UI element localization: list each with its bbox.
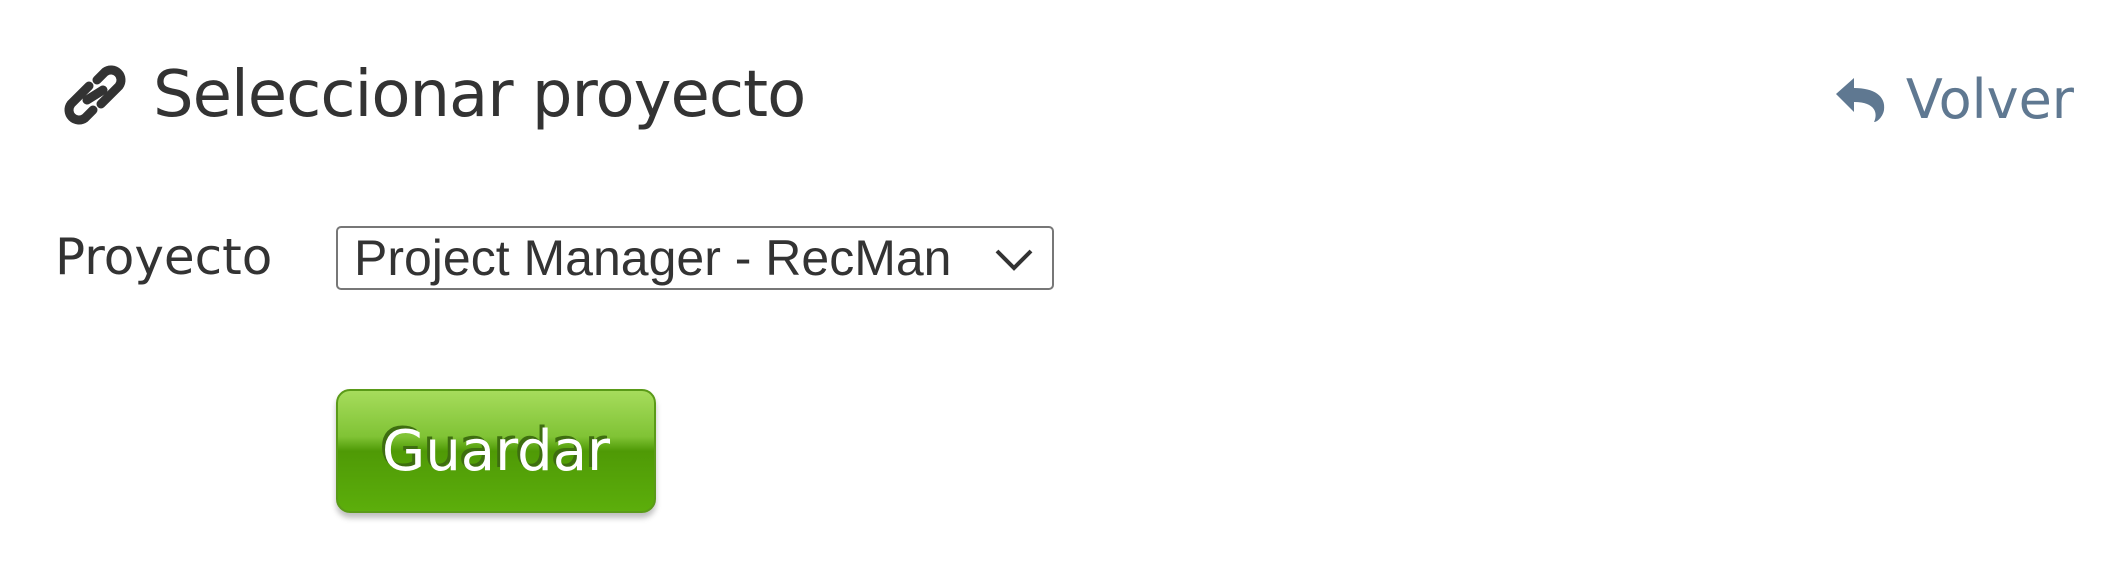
project-select[interactable]: Project Manager - RecMan <box>336 226 1054 290</box>
chevron-down-icon <box>995 249 1033 271</box>
project-label: Proyecto <box>55 228 273 286</box>
project-select-value: Project Manager - RecMan <box>354 230 952 286</box>
link-icon <box>64 65 126 125</box>
reply-icon <box>1835 77 1885 122</box>
back-label: Volver <box>1905 68 2074 131</box>
save-button[interactable]: Guardar <box>336 389 656 513</box>
back-link[interactable]: Volver <box>1834 68 2074 131</box>
page-title: Seleccionar proyecto <box>153 58 806 132</box>
page-header: Seleccionar proyecto <box>55 58 806 132</box>
